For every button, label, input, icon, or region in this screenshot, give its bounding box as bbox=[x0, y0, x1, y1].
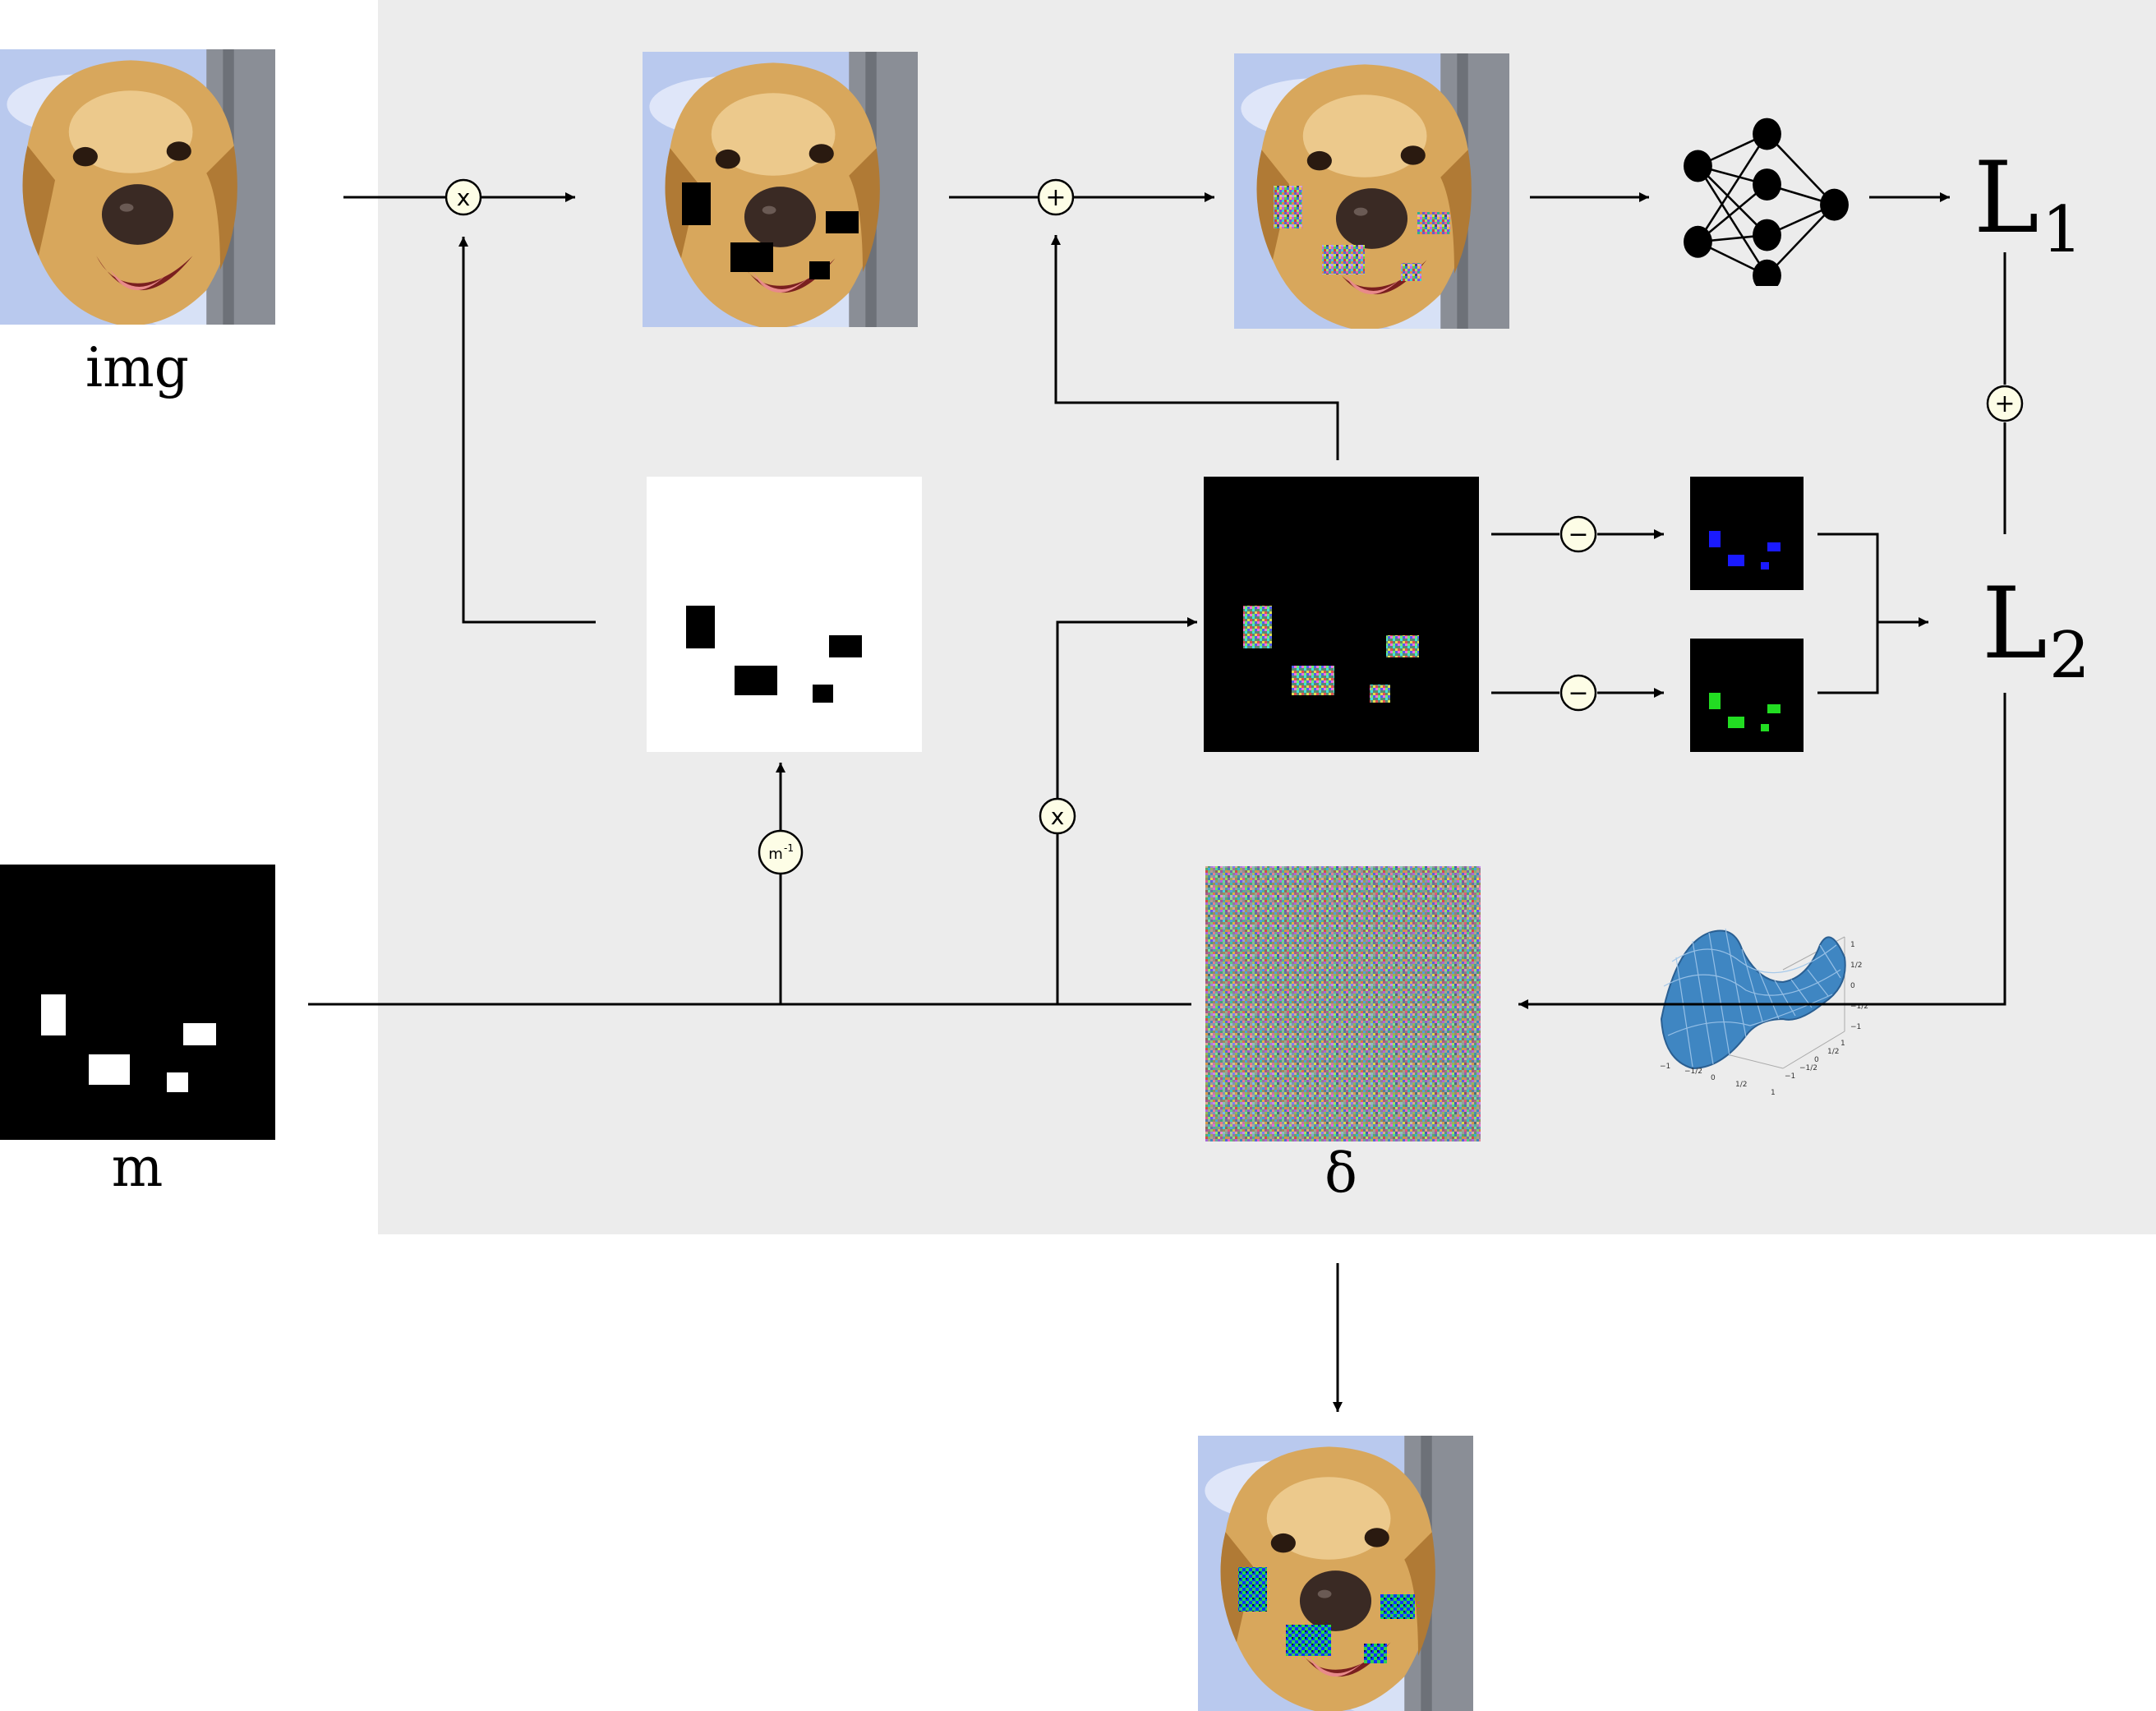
svg-text:−1/2: −1/2 bbox=[1684, 1068, 1702, 1076]
svg-text:−1: −1 bbox=[1850, 1023, 1861, 1031]
svg-text:−1: −1 bbox=[1785, 1072, 1795, 1081]
svg-text:−: − bbox=[1568, 520, 1588, 549]
mask-label: m bbox=[112, 1136, 164, 1199]
multiply-operator-top: x bbox=[445, 178, 482, 216]
svg-text:m: m bbox=[768, 846, 783, 863]
svg-text:1: 1 bbox=[1840, 1040, 1845, 1048]
masked-image bbox=[643, 52, 918, 327]
svg-text:1/2: 1/2 bbox=[1827, 1048, 1839, 1056]
svg-text:+: + bbox=[1045, 183, 1066, 212]
output-image bbox=[1198, 1436, 1473, 1711]
patched-image bbox=[1234, 53, 1509, 329]
svg-text:0: 0 bbox=[1711, 1074, 1716, 1082]
svg-text:0: 0 bbox=[1850, 982, 1855, 990]
img-label: img bbox=[85, 336, 189, 399]
svg-text:1/2: 1/2 bbox=[1735, 1081, 1747, 1089]
multiply-operator-mid: x bbox=[1039, 797, 1076, 835]
input-image bbox=[0, 49, 275, 325]
saddle-surface-plot-icon: 1 1/2 0 −1/2 −1 −1 −1/2 0 1/2 1 −1 −1/2 … bbox=[1660, 928, 1868, 1097]
svg-text:0: 0 bbox=[1814, 1056, 1819, 1064]
svg-text:−1/2: −1/2 bbox=[1799, 1064, 1817, 1072]
svg-text:2: 2 bbox=[2049, 619, 2090, 693]
svg-text:1: 1 bbox=[2042, 193, 2083, 267]
svg-text:+: + bbox=[1994, 390, 2015, 418]
green-channel-output bbox=[1690, 639, 1804, 752]
inverse-mask-image bbox=[647, 477, 922, 752]
svg-text:L: L bbox=[1974, 141, 2039, 256]
svg-text:1: 1 bbox=[1771, 1089, 1776, 1097]
svg-text:x: x bbox=[1051, 803, 1065, 830]
loss-2-label: L 2 bbox=[1982, 567, 2090, 693]
svg-text:1: 1 bbox=[1850, 941, 1855, 949]
connector-lines bbox=[308, 192, 2006, 1412]
blue-channel-output bbox=[1690, 477, 1804, 590]
svg-text:−1: −1 bbox=[1660, 1063, 1670, 1071]
delta-label: δ bbox=[1324, 1141, 1357, 1205]
inverse-mask-operator: m -1 bbox=[758, 829, 804, 875]
svg-text:x: x bbox=[457, 184, 471, 211]
minus-operator-green: − bbox=[1559, 674, 1597, 712]
masked-perturbation-image bbox=[1204, 477, 1479, 752]
svg-text:L: L bbox=[1982, 567, 2048, 681]
mask-image bbox=[0, 865, 275, 1140]
minus-operator-blue: − bbox=[1559, 515, 1597, 553]
add-operator-top: + bbox=[1037, 178, 1075, 216]
svg-text:1/2: 1/2 bbox=[1850, 962, 1862, 970]
svg-text:−1/2: −1/2 bbox=[1850, 1003, 1868, 1011]
add-operator-losses: + bbox=[1986, 385, 2024, 422]
svg-text:−: − bbox=[1568, 679, 1588, 708]
perturbation-noise-image bbox=[1205, 866, 1481, 1141]
loss-1-label: L 1 bbox=[1974, 141, 2083, 267]
svg-text:-1: -1 bbox=[784, 842, 794, 854]
